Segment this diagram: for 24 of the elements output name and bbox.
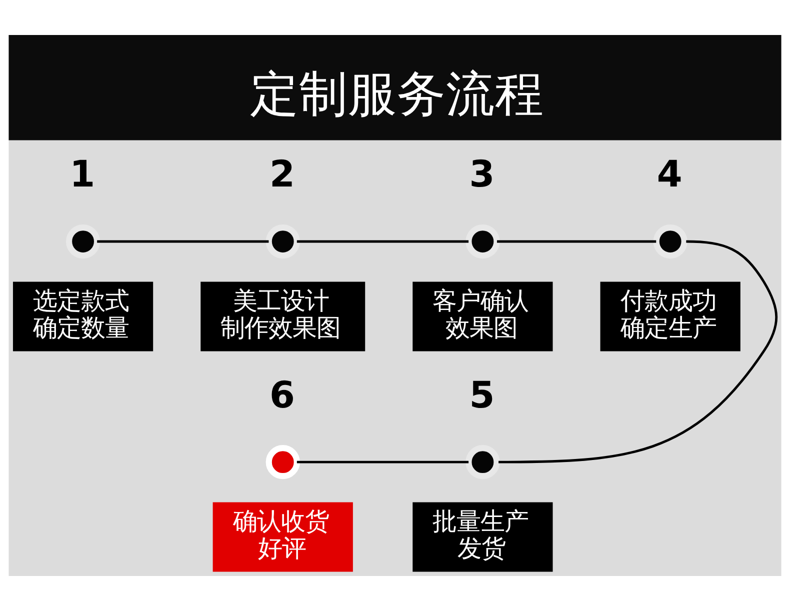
node-circle	[466, 224, 500, 259]
node-circle	[466, 445, 500, 480]
connector	[498, 240, 778, 464]
node-circle	[66, 224, 100, 259]
node-circle	[266, 224, 300, 259]
node-box: 确认收货好评	[212, 502, 353, 572]
diagram-title: 定制服务流程	[250, 66, 544, 123]
connector	[496, 240, 656, 243]
node-label: 2	[269, 152, 295, 196]
node-circle	[653, 224, 688, 259]
node-label: 3	[469, 152, 495, 196]
node-label: 5	[469, 373, 495, 416]
node-label: 4	[656, 152, 682, 196]
node-circle	[266, 445, 300, 480]
node-label: 1	[70, 152, 96, 196]
node-box: 批量生产发货	[412, 502, 553, 572]
node-box: 美工设计制作效果图	[200, 282, 366, 352]
node-box: 选定款式确定数量	[12, 282, 154, 352]
connector	[97, 240, 269, 243]
connector	[296, 240, 469, 243]
node-box: 付款成功确定生产	[600, 282, 740, 352]
node-box: 客户确认效果图	[412, 282, 553, 352]
connector	[296, 460, 469, 464]
node-label: 6	[269, 373, 295, 416]
